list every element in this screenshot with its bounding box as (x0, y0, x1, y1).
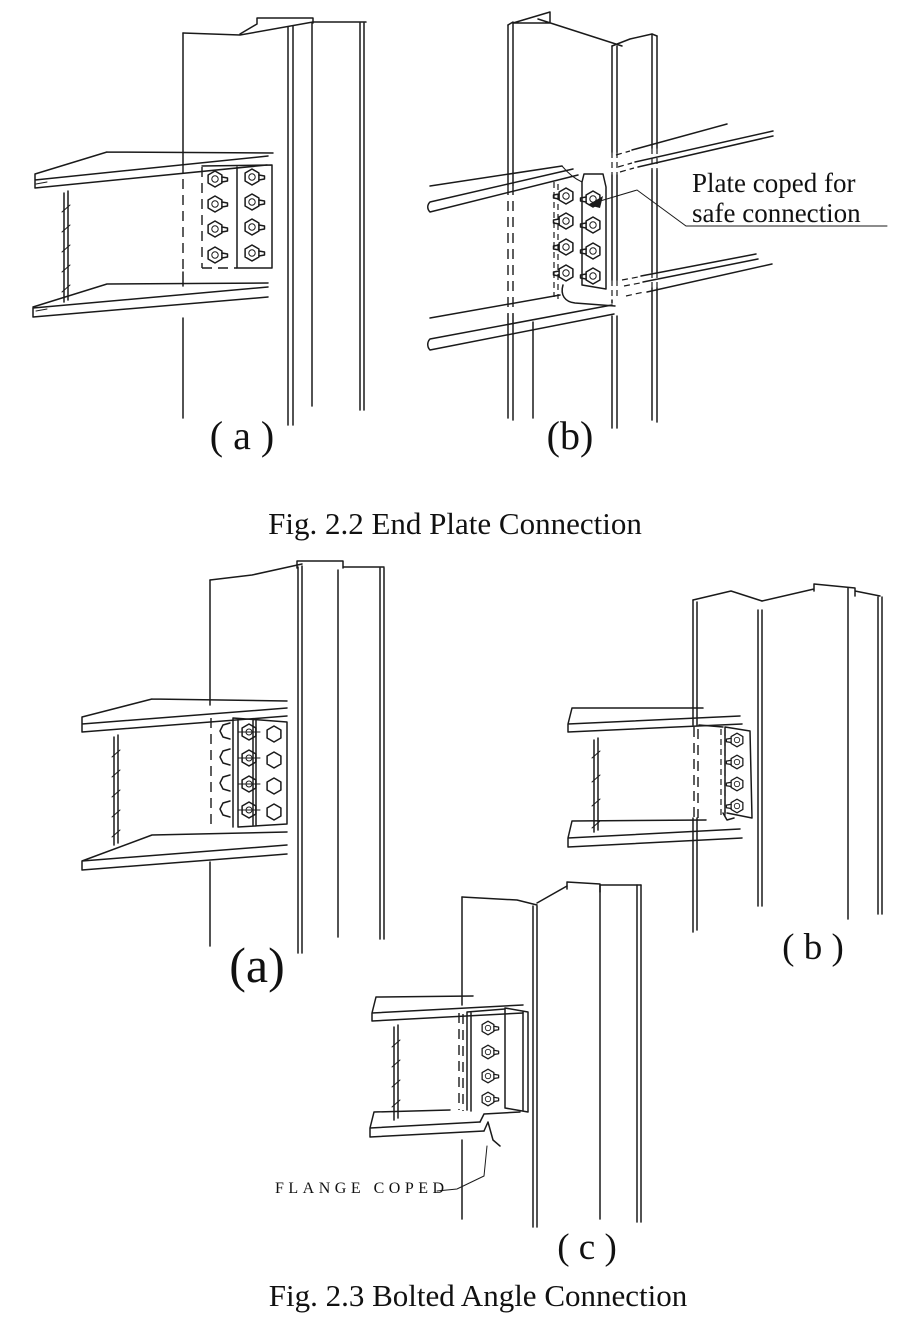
fig-2-3a-label: (a) (229, 937, 285, 993)
hidden-beam-end (553, 182, 559, 299)
bolt (207, 170, 229, 188)
fig-2-3a-angle-cleat (232, 717, 288, 828)
bolt (481, 1044, 500, 1060)
bolt-head-edge (219, 800, 231, 818)
fig-2-3c-column (458, 881, 642, 1228)
fig-2-2a-drawing (32, 17, 367, 426)
bolt-head-edge (219, 722, 231, 740)
annotation-line1: Plate coped for (692, 168, 856, 198)
bolt (244, 193, 266, 211)
hidden-column-edge (507, 185, 514, 315)
fig-2-2b-column (507, 11, 658, 429)
bolt-head-edge (219, 748, 231, 766)
fig-2-2b-beam (427, 165, 615, 351)
fig-2-3b-beam (567, 707, 743, 848)
leader-arrowhead (588, 196, 603, 208)
fig-2-2a-column (182, 17, 367, 426)
bolt (725, 732, 744, 748)
fig-2-3-caption: Fig. 2.3 Bolted Angle Connection (268, 1278, 688, 1313)
hidden-plate-edge (201, 167, 237, 269)
bolt (552, 238, 574, 256)
bolt (579, 267, 601, 285)
fig-2-2a-end-plate (201, 164, 273, 269)
bolt (244, 244, 266, 262)
fig-2-2b-label: (b) (546, 413, 594, 458)
annotation-line2: safe connection (692, 198, 861, 228)
fig-2-2b-drawing (427, 11, 888, 429)
bolt (725, 798, 744, 814)
bolt (579, 242, 601, 260)
fig-2-3b-label: ( b ) (782, 927, 844, 968)
bolt (244, 218, 266, 236)
bolt (481, 1068, 500, 1084)
fig-2-3c-beam (369, 995, 524, 1147)
fig-2-2b-end-plate (561, 173, 616, 307)
nut (266, 725, 282, 743)
fig-2-3b-bolts (725, 732, 744, 814)
fig-2-3c-angle-cleat (466, 1007, 529, 1113)
bolt (579, 216, 601, 234)
annotation-leader-line (588, 189, 888, 227)
fig-2-3a-drawing (81, 560, 385, 954)
bolt (725, 754, 744, 770)
flange-coped-annotation: FLANGE COPED (275, 1180, 449, 1197)
bolt (244, 168, 266, 186)
bolt (481, 1091, 500, 1107)
fig-2-2a-beam (32, 151, 274, 318)
fig-2-3b-column (692, 583, 883, 933)
fig-2-3c-bolts (481, 1020, 500, 1107)
fig-2-3b-angle-cleat (698, 724, 753, 821)
fig-2-2b-far-beam (615, 123, 774, 297)
fig-2-3b-drawing (567, 583, 883, 933)
plate-coped-annotation: Plate coped for safe connection (692, 168, 861, 228)
coped-flange-edge (479, 1111, 521, 1147)
bolt-head-edge (219, 774, 231, 792)
fig-2-3c-drawing (369, 881, 642, 1228)
fig-2-2-caption: Fig. 2.2 End Plate Connection (268, 506, 642, 541)
flange-coped-leader-line (436, 1145, 488, 1192)
bolt (725, 776, 744, 792)
fig-2-3a-column (209, 560, 385, 954)
hidden-column-edge (693, 727, 699, 818)
bolt (552, 187, 574, 205)
bolt (481, 1020, 500, 1036)
hidden-column-edge (458, 1013, 464, 1111)
fig-2-3a-bolts (219, 722, 282, 821)
nut (266, 803, 282, 821)
bolt (552, 212, 574, 230)
fig-2-3c-label: ( c ) (557, 1227, 617, 1268)
bolt (207, 246, 229, 264)
fig-2-3a-beam (81, 698, 288, 871)
nut (266, 751, 282, 769)
bolt (207, 220, 229, 238)
nut (266, 777, 282, 795)
fig-2-2a-label: ( a ) (209, 413, 275, 458)
bolt (552, 264, 574, 282)
bolt (207, 195, 229, 213)
